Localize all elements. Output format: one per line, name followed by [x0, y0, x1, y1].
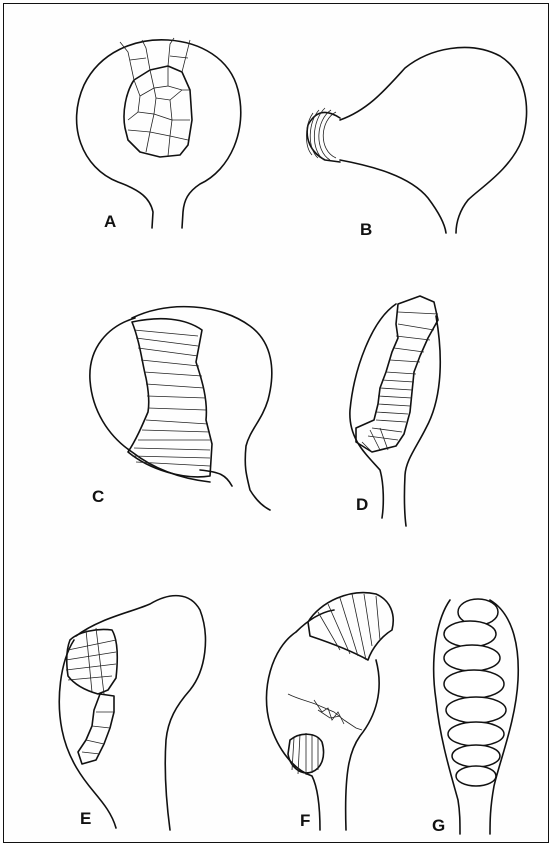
panel-label-a: A [104, 212, 116, 232]
panel-label-b: B [360, 220, 372, 240]
panel-f-upper-annulus [308, 593, 393, 660]
panel-g-annulus-cells [444, 599, 506, 786]
panel-label-d: D [356, 495, 368, 515]
panel-d-drawing [350, 296, 440, 526]
panel-b-capsule-outline [340, 47, 527, 233]
panel-f-lower-annulus [288, 733, 324, 775]
panel-c-capsule-outline [90, 307, 272, 510]
panel-f-rupture-line [288, 694, 362, 730]
panel-c-annulus [128, 319, 212, 477]
panel-b-drawing [306, 47, 526, 233]
panel-e-annulus [66, 628, 117, 764]
panel-a-drawing [77, 38, 241, 228]
panel-label-f: F [300, 811, 310, 831]
panel-d-capsule-outline [350, 304, 440, 526]
panel-c-drawing [90, 307, 272, 510]
panel-g-drawing [434, 599, 519, 834]
panel-f-drawing [266, 593, 393, 830]
panel-label-c: C [92, 487, 104, 507]
panel-e-capsule-outline [59, 596, 205, 830]
panel-label-e: E [80, 809, 91, 829]
panel-e-drawing [59, 596, 205, 830]
panel-label-g: G [432, 816, 445, 836]
panel-b-annulus [306, 108, 340, 162]
